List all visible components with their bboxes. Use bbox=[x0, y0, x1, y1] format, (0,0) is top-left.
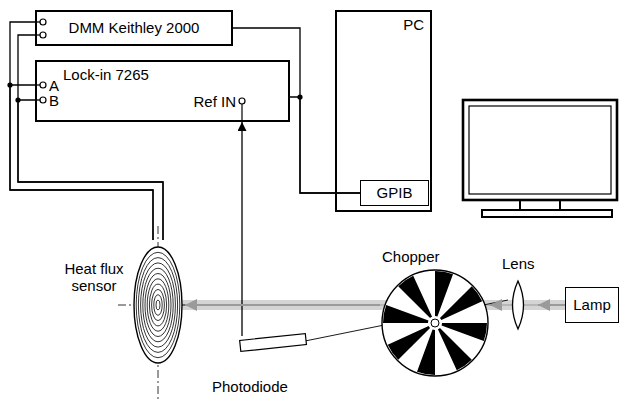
signal-wire bbox=[233, 28, 360, 193]
signal-wire bbox=[290, 97, 360, 193]
node-text: Lens bbox=[502, 255, 535, 272]
node-text: Lamp bbox=[573, 296, 611, 313]
sensor-ring bbox=[141, 263, 176, 347]
sensor-ring bbox=[136, 252, 180, 357]
chopper-hub bbox=[431, 319, 439, 327]
terminal bbox=[40, 97, 46, 103]
instrument-box: DMM Keithley 2000 bbox=[35, 10, 233, 46]
lamp-box: Lamp bbox=[565, 287, 619, 323]
node-text: DMM Keithley 2000 bbox=[69, 19, 200, 36]
chopper-shape bbox=[380, 248, 490, 376]
chopper: Chopper bbox=[380, 248, 490, 376]
node-text: Photodiode bbox=[212, 378, 288, 395]
sensor-ring bbox=[138, 258, 177, 353]
ref-terminal bbox=[239, 98, 245, 104]
chopper-blade bbox=[388, 326, 430, 360]
photodiode: Photodiode bbox=[200, 336, 312, 400]
sensor-ring bbox=[152, 289, 165, 320]
node-text: Lock-in 7265 bbox=[63, 66, 149, 83]
lens: Lens bbox=[498, 255, 538, 335]
light-beam bbox=[158, 300, 565, 310]
light-path-arrow bbox=[538, 304, 565, 306]
chopper-blade bbox=[398, 276, 432, 318]
node-text: Ref IN bbox=[193, 93, 236, 110]
monitor-inner bbox=[469, 106, 611, 194]
beam-axis bbox=[158, 305, 565, 306]
photodiode-body bbox=[240, 334, 307, 352]
sensor-ring bbox=[156, 300, 160, 310]
terminal bbox=[40, 19, 46, 25]
interface-box: GPIB bbox=[360, 180, 429, 206]
monitor-stand bbox=[520, 200, 560, 210]
node-text: PC bbox=[403, 16, 424, 33]
sensor-ring bbox=[143, 268, 173, 342]
sensor-shape bbox=[55, 240, 185, 370]
sensor-ring bbox=[145, 274, 171, 337]
instrument-box: Lock-in 7265Ref IN bbox=[35, 60, 290, 122]
chopper-wheel bbox=[382, 270, 488, 376]
node-text: GPIB bbox=[377, 184, 413, 201]
pin-label: B bbox=[49, 92, 59, 109]
light-path-arrow bbox=[490, 304, 498, 306]
lens-shape bbox=[513, 281, 524, 329]
chopper-blade bbox=[438, 328, 472, 370]
signal-wire bbox=[10, 85, 163, 240]
pin-label: A bbox=[49, 77, 59, 94]
ref-stub bbox=[241, 104, 242, 122]
computer-box: GPIB PC bbox=[335, 10, 432, 212]
signal-wire bbox=[10, 22, 163, 240]
node-text: Heat flux sensor bbox=[55, 260, 133, 295]
sensor: Heat flux sensor bbox=[55, 240, 185, 370]
signal-wire bbox=[241, 122, 242, 336]
monitor-screen bbox=[463, 100, 617, 200]
sensor-ring bbox=[147, 279, 169, 331]
terminal bbox=[40, 82, 46, 88]
sensor-ring bbox=[154, 295, 162, 316]
monitor-base bbox=[482, 210, 612, 217]
chopper-blade bbox=[440, 286, 482, 320]
sensor-ring bbox=[134, 247, 182, 363]
terminal bbox=[40, 32, 46, 38]
node-text: Chopper bbox=[382, 248, 440, 265]
light-path-arrow bbox=[185, 304, 380, 306]
sensor-ring bbox=[149, 284, 166, 326]
